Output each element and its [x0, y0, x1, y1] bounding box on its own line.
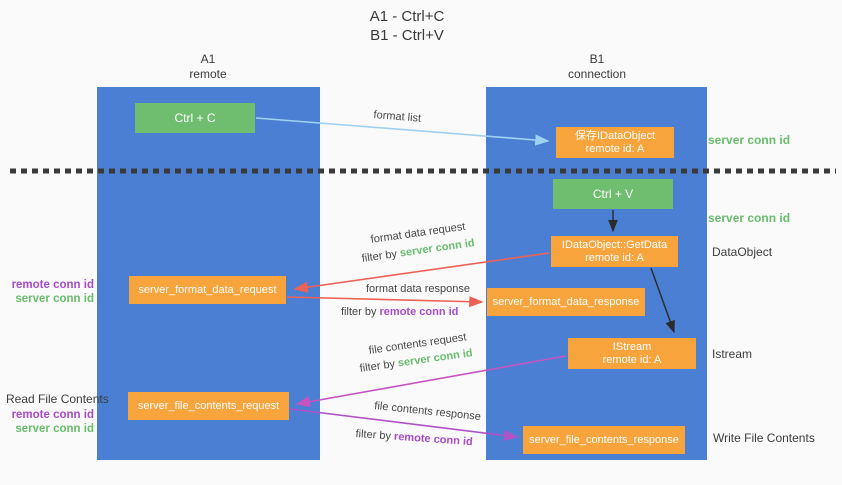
remote-conn-id-label: remote conn id: [11, 409, 94, 421]
node-ctrl-c: Ctrl + C: [135, 103, 255, 133]
node-ctrl-v-label: Ctrl + V: [592, 187, 634, 201]
server-conn-id-text: server conn id: [399, 237, 476, 260]
node-server-file-contents-response-label: server_file_contents_response: [529, 434, 679, 446]
file-contents-response-label: file contents response: [373, 400, 482, 424]
file-contents-response-filter-label: filter by remote conn id: [355, 428, 473, 448]
node-istream: IStream remote id: A: [568, 338, 696, 369]
read-file-contents-label: Read File Contents: [6, 392, 109, 406]
node-server-format-data-response: server_format_data_response: [487, 288, 645, 316]
node-save-idataobject-line2: remote id: A: [585, 142, 645, 155]
node-ctrl-v: Ctrl + V: [553, 179, 673, 209]
remote-conn-id-label: remote conn id: [11, 279, 94, 291]
filter-by-text: filter by: [355, 428, 392, 443]
write-file-contents-label: Write File Contents: [713, 431, 815, 445]
filter-by-text: filter by: [359, 358, 396, 375]
node-istream-line1: IStream: [612, 340, 652, 353]
server-conn-id-label: server conn id: [15, 423, 94, 435]
remote-conn-id-text: remote conn id: [379, 306, 459, 318]
node-save-idataobject: 保存IDataObject remote id: A: [556, 127, 674, 158]
format-data-response-filter-label: filter by remote conn id: [341, 306, 458, 318]
diagram-title-line2: B1 - Ctrl+V: [370, 27, 444, 44]
filter-by-text: filter by: [361, 248, 398, 265]
node-idataobject-getdata: IDataObject::GetData remote id: A: [551, 236, 678, 267]
server-conn-id-label-top: server conn id: [708, 133, 791, 147]
format-data-response-label: format data response: [366, 283, 470, 295]
node-idataobject-getdata-line1: IDataObject::GetData: [561, 238, 668, 251]
lane-left-title: A1: [200, 52, 216, 66]
left-bottom-conn-ids: remote conn id server conn id: [8, 408, 94, 436]
node-server-file-contents-request: server_file_contents_request: [128, 392, 289, 420]
node-server-file-contents-request-label: server_file_contents_request: [137, 400, 280, 412]
diagram-title: A1 - Ctrl+C B1 - Ctrl+V: [287, 7, 527, 45]
lane-left-header: A1 remote: [148, 52, 268, 82]
node-server-format-data-response-label: server_format_data_response: [492, 296, 640, 308]
node-ctrl-c-label: Ctrl + C: [174, 111, 216, 125]
dataobject-label: DataObject: [712, 245, 773, 259]
diagram-title-line1: A1 - Ctrl+C: [369, 8, 445, 25]
node-idataobject-getdata-line2: remote id: A: [585, 251, 644, 264]
filter-by-text: filter by: [341, 306, 377, 318]
node-save-idataobject-line1: 保存IDataObject: [574, 129, 656, 142]
node-server-format-data-request-label: server_format_data_request: [138, 284, 277, 296]
server-conn-id-label: server conn id: [15, 293, 94, 305]
server-conn-id-label-mid: server conn id: [708, 211, 791, 225]
node-istream-line2: remote id: A: [602, 353, 662, 366]
lane-right-header: B1 connection: [537, 52, 657, 82]
node-server-file-contents-response: server_file_contents_response: [523, 426, 685, 454]
lane-right-title: B1: [589, 52, 605, 66]
lane-left-subtitle: remote: [189, 67, 227, 81]
format-list-label: format list: [373, 109, 422, 125]
remote-conn-id-text: remote conn id: [393, 430, 474, 449]
left-mid-conn-ids: remote conn id server conn id: [8, 278, 94, 306]
lane-right-subtitle: connection: [567, 67, 627, 81]
istream-label: Istream: [712, 347, 753, 361]
node-server-format-data-request: server_format_data_request: [129, 276, 286, 304]
